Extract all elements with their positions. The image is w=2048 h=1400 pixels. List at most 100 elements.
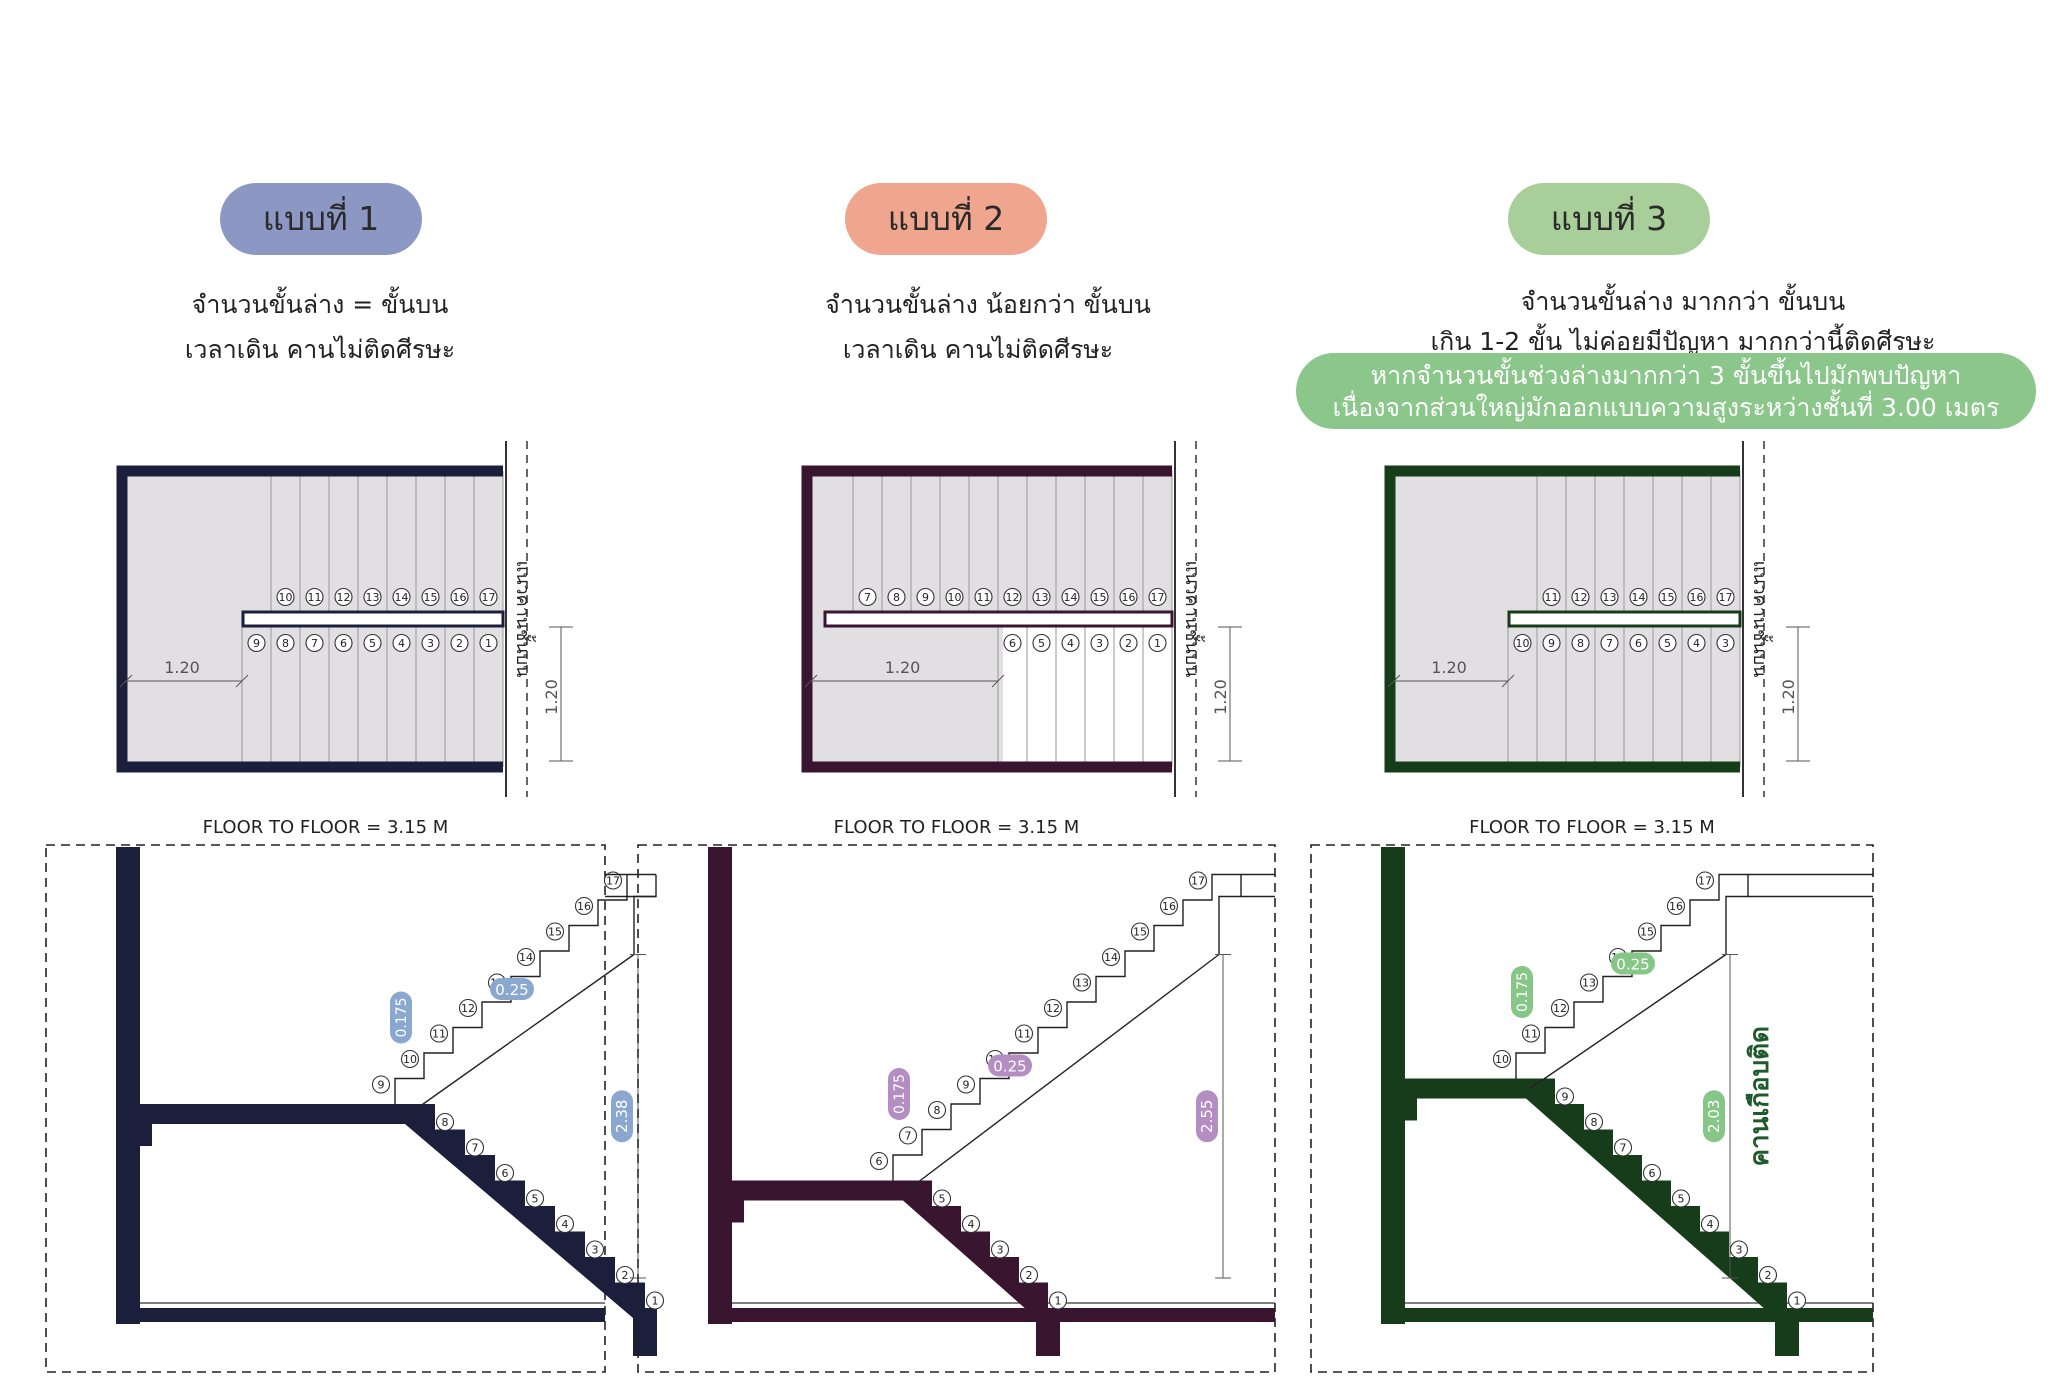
section-step-number-ring: [458, 998, 478, 1018]
plan-step-number-label: 4: [1067, 637, 1074, 650]
plan-step-number: 12: [1571, 587, 1590, 607]
section-step-number-ring: [1014, 1024, 1034, 1043]
plan-step-number-label: 4: [398, 637, 405, 650]
section-step-number-label: 15: [548, 926, 562, 939]
plan-step-number-label: 16: [453, 591, 467, 604]
plan-step-number-label: 15: [1661, 591, 1675, 604]
section-step-number-ring: [1188, 871, 1208, 890]
plan-step-number: 17: [1716, 587, 1735, 607]
plan-step-number-label: 12: [1574, 591, 1588, 604]
section-step-number-ring: [1521, 1024, 1541, 1043]
plan-wall-label: แนวคานชั้นบน: [1749, 561, 1773, 678]
section-step-number-ring: [400, 1049, 420, 1069]
section-frame: [637, 844, 1276, 1373]
plan-step-number-ring: [1542, 633, 1561, 653]
plan-step-number: 8: [887, 587, 906, 607]
plan-step-number-label: 9: [1548, 637, 1555, 650]
plan-step-number-label: 6: [340, 637, 347, 650]
plan-step-number: 10: [1513, 633, 1532, 653]
section-step-number: 1: [1048, 1291, 1068, 1310]
plan-step-number: 15: [421, 587, 440, 607]
plan-step-number-ring: [363, 633, 382, 653]
landing-slab: [708, 1180, 905, 1201]
section-step-number-label: 1: [1794, 1295, 1801, 1308]
plan-step-number: 9: [1542, 633, 1561, 653]
plan-step-number-label: 3: [1722, 637, 1729, 650]
plan-step-number: 9: [916, 587, 935, 607]
section-step-number: 17: [1188, 871, 1208, 890]
section-step-number: 3: [1729, 1240, 1749, 1259]
section-step-number-label: 5: [1678, 1193, 1685, 1206]
plan-step-number-ring: [1542, 587, 1561, 607]
warning-note-line1: หากจำนวนขั้นช่วงล่างมากกว่า 3 ขั้นขึ้นไป…: [1370, 361, 1962, 390]
plan-step-number-label: 17: [1719, 591, 1733, 604]
section-step-number-label: 15: [1133, 926, 1147, 939]
type-3-description: จำนวนขั้นล่าง มากกว่า ขั้นบน เกิน 1-2 ขั…: [1333, 282, 2033, 362]
plan-step-number-ring: [247, 633, 266, 653]
section-step-number: 8: [1584, 1112, 1604, 1132]
plan-step-number-ring: [334, 633, 353, 653]
plan-landing-dim: 1.20: [1431, 658, 1467, 677]
plan-step-number: 9: [247, 633, 266, 653]
section-step-number-ring: [555, 1214, 575, 1234]
section-step-number: 5: [525, 1189, 545, 1208]
plan-step-number-ring: [887, 587, 906, 607]
plan-void: [1003, 627, 1172, 767]
section-step-number-label: 5: [532, 1193, 539, 1206]
plan-step-number: 7: [858, 587, 877, 607]
landing-slab: [1381, 1078, 1528, 1099]
section-step-number-ring: [932, 1189, 952, 1208]
plan-landing-dim: 1.20: [885, 658, 921, 677]
upper-flight: [394, 873, 656, 1104]
plan-step-number-ring: [1061, 587, 1080, 607]
plan-center-rail: [823, 610, 1174, 628]
headroom-dim: 2.55: [1198, 1100, 1216, 1133]
landing-beam: [730, 1200, 744, 1223]
plan-step-number-ring: [1513, 633, 1532, 653]
section-step-number-ring: [927, 1100, 947, 1120]
section-step-number-label: 12: [1553, 1002, 1567, 1015]
section-step-number: 10: [400, 1049, 420, 1069]
section-step-number: 2: [1019, 1265, 1039, 1285]
plan-step-number-label: 8: [282, 637, 289, 650]
headroom-tag: [1196, 1090, 1218, 1143]
section-step-number-label: 2: [1765, 1269, 1772, 1282]
section-step-number: 6: [869, 1151, 889, 1171]
section-step-number-ring: [898, 1126, 918, 1145]
section-step-number-label: 9: [1562, 1091, 1569, 1104]
plan-dim-tick: [1501, 674, 1515, 688]
plan-outer-wall: [116, 465, 503, 773]
plan-center-rail: [1507, 610, 1742, 628]
plan-step-number-ring: [276, 587, 295, 607]
section-step-number-label: 9: [963, 1079, 970, 1092]
section-step-number-label: 17: [1698, 875, 1712, 888]
plan-step-number-ring: [945, 587, 964, 607]
plan-wall-label: แนวคานชั้นบน: [1181, 561, 1205, 678]
plan-step-number-ring: [392, 633, 411, 653]
warning-note-line2: เนื่องจากส่วนใหญ่มักออกแบบความสูงระหว่าง…: [1332, 393, 2000, 422]
landing-slab: [116, 1104, 407, 1124]
upper-beam: [1725, 895, 1748, 955]
plan-step-number: 16: [1687, 587, 1706, 607]
section-left-wall: [116, 847, 140, 1324]
section-step-number-ring: [1550, 998, 1570, 1018]
section-step-number-ring: [1637, 922, 1657, 941]
plan-step-number-ring: [1148, 587, 1167, 607]
section-step-number: 10: [1492, 1049, 1512, 1069]
section-step-number-ring: [495, 1163, 515, 1183]
plan-step-number-label: 13: [1603, 591, 1617, 604]
section-step-number-ring: [869, 1151, 889, 1171]
section-step-number-ring: [585, 1240, 605, 1259]
plan-step-number-label: 5: [369, 637, 376, 650]
plan-step-number-label: 8: [1577, 637, 1584, 650]
section-step-number-ring: [545, 922, 565, 941]
section-step-number-label: 2: [622, 1269, 629, 1282]
section-step-number-label: 17: [606, 875, 620, 888]
plan-step-number-label: 2: [1125, 637, 1132, 650]
section-step-number-ring: [1043, 998, 1063, 1018]
plan-wall-label: แนวคานชั้นบน: [512, 561, 536, 678]
plan-step-number: 8: [1571, 633, 1590, 653]
